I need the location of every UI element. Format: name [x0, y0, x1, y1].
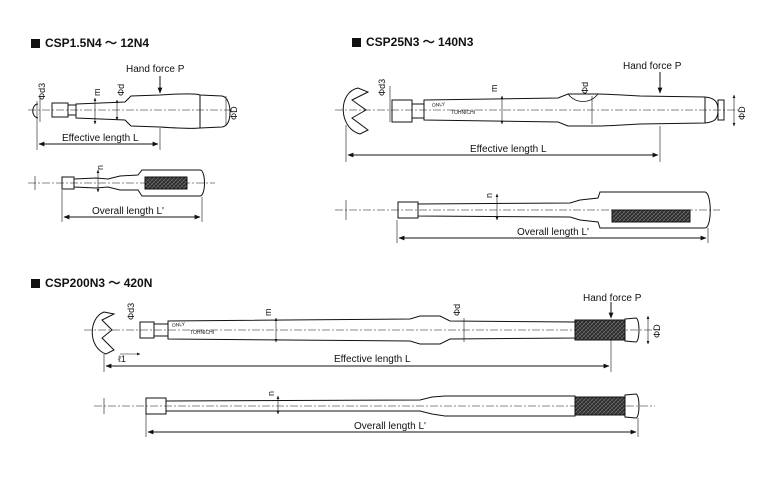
brand-stamp-medium: TOHNICHI [451, 110, 475, 116]
brand-stamp-large: TOHNICHI [190, 330, 214, 336]
n-label-small: n [95, 165, 105, 170]
overall-length-label-medium: Overall length L' [517, 227, 589, 238]
heading-bullet [31, 279, 40, 288]
phi-d3-label-medium: Φd3 [377, 79, 387, 96]
section-title-small: CSP1.5N4 ～ 12N4 [45, 36, 150, 50]
overall-length-label-small: Overall length L' [92, 206, 164, 217]
wrench-body [75, 93, 231, 129]
l1-label-large: ℓ1 [118, 354, 126, 364]
heading-bullet [31, 39, 40, 48]
heading-bullet [352, 38, 361, 47]
phi-d-label-medium: Φd [580, 82, 590, 94]
large-wrench-top-view [84, 311, 660, 355]
only-stamp-medium: ONLY [432, 102, 446, 109]
n-label-large: n [266, 391, 276, 396]
effective-length-label-large: Effective length L [334, 354, 411, 365]
m-label-large: m [263, 309, 273, 317]
phi-d3-label-large: Φd3 [126, 303, 136, 320]
open-end-head [342, 87, 370, 135]
phi-d3-label-small: Φd3 [37, 83, 47, 100]
small-wrench-top-view [28, 93, 232, 129]
large-wrench-side-view [94, 393, 655, 419]
phi-d-label-large: Φd [452, 304, 462, 316]
hand-force-label-large: Hand force P [583, 293, 642, 304]
overall-length-label-large: Overall length L' [354, 421, 426, 432]
medium-wrench-side-view [335, 191, 720, 229]
phi-D-label-large: ΦD [652, 324, 662, 338]
knurled-grip-large-side [574, 396, 626, 416]
section-title-medium: CSP25N3 ～ 140N3 [366, 35, 474, 49]
knurled-grip-large [574, 319, 626, 341]
hand-force-label-medium: Hand force P [623, 61, 682, 72]
section-heading-medium: CSP25N3 ～ 140N3 [352, 35, 473, 49]
small-wrench-side-view [28, 169, 215, 197]
m-label-medium: m [489, 85, 499, 93]
n-label-medium: n [484, 193, 494, 198]
section-heading-large: CSP200N3 ～ 420N [31, 276, 152, 290]
effective-length-label-medium: Effective length L [470, 144, 547, 155]
effective-length-label-small: Effective length L [62, 133, 139, 144]
phi-D-label-small: ΦD [229, 106, 239, 120]
head-outline [32, 103, 39, 119]
hand-force-label-small: Hand force P [126, 64, 185, 75]
section-title-large: CSP200N3 ～ 420N [45, 276, 153, 290]
phi-d-label-small: Φd [116, 84, 126, 96]
section-heading-small: CSP1.5N4 ～ 12N4 [31, 36, 149, 50]
knurled-grip-medium [611, 209, 691, 223]
phi-D-label-medium: ΦD [737, 106, 747, 120]
m-label-small: m [92, 89, 102, 97]
medium-wrench-top-view [335, 87, 742, 135]
only-stamp-large: ONLY [172, 322, 186, 329]
knurled-grip-small [144, 176, 188, 190]
